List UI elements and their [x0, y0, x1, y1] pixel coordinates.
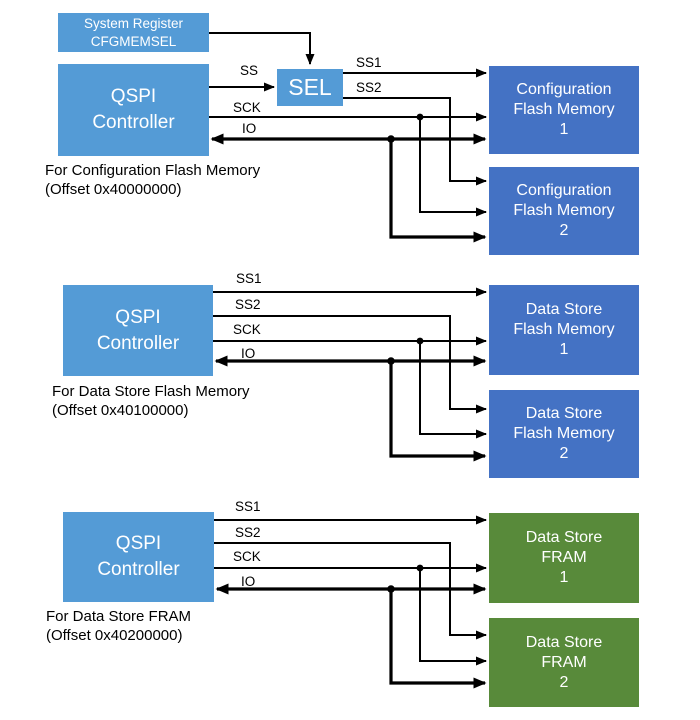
signal-label-g2-sck: SCK — [233, 322, 261, 337]
signal-label-g1-io: IO — [242, 121, 257, 136]
wire-g1-sck-branch — [419, 117, 487, 217]
signal-label-g1-ss2: SS2 — [356, 80, 382, 95]
memory-line1: Configuration — [516, 182, 612, 199]
memory-number: 2 — [559, 445, 569, 462]
signal-label-g2-ss2: SS2 — [235, 297, 261, 312]
memory-line2: Flash Memory — [513, 425, 615, 442]
wire-g2-sck-branch — [419, 341, 487, 439]
datastore-fram-2-box: Data Store FRAM 2 — [489, 618, 639, 707]
memory-number: 1 — [559, 569, 569, 586]
signal-label-g3-ss2: SS2 — [235, 525, 261, 540]
memory-line2: Flash Memory — [513, 101, 615, 118]
datastore-flash-memory-2-box: Data Store Flash Memory 2 — [489, 390, 639, 478]
memory-line1: Data Store — [525, 529, 603, 546]
wire-g3-io-branch — [389, 589, 487, 689]
signal-label-g3-ss1: SS1 — [235, 499, 261, 514]
wire-g1-io-branch — [389, 139, 487, 243]
qspi-label-line2: Controller — [97, 559, 180, 580]
junction-g3-io — [387, 585, 395, 593]
caption-datastore-fram: For Data Store FRAM (Offset 0x40200000) — [46, 607, 191, 645]
config-flash-memory-2-box: Configuration Flash Memory 2 — [489, 167, 639, 255]
caption-config-flash: For Configuration Flash Memory (Offset 0… — [45, 161, 260, 199]
sel-label: SEL — [288, 74, 332, 100]
signal-label-g2-ss1: SS1 — [236, 271, 262, 286]
qspi-controller-box-datastore-fram: QSPI Controller — [63, 512, 214, 602]
junction-g2-sck — [416, 337, 424, 345]
memory-line2: Flash Memory — [513, 321, 615, 338]
caption-line1: For Configuration Flash Memory — [45, 162, 261, 179]
memory-number: 1 — [559, 341, 569, 358]
memory-line2: FRAM — [541, 549, 587, 566]
system-register-line1: System Register — [83, 15, 184, 31]
signal-label-g1-ss1: SS1 — [356, 55, 382, 70]
caption-line2: (Offset 0x40100000) — [52, 402, 189, 419]
caption-line2: (Offset 0x40000000) — [45, 181, 182, 198]
memory-number: 2 — [559, 222, 569, 239]
caption-line2: (Offset 0x40200000) — [46, 627, 183, 644]
system-register-line2: CFGMEMSEL — [90, 33, 177, 49]
junction-g1-sck — [416, 113, 424, 121]
memory-line2: FRAM — [541, 653, 587, 671]
signal-label-g3-sck: SCK — [233, 549, 261, 564]
junction-g2-io — [387, 357, 395, 365]
memory-line1: Data Store — [525, 301, 603, 318]
memory-line1: Data Store — [525, 633, 603, 651]
caption-line1: For Data Store Flash Memory — [52, 383, 250, 400]
wire-g3-sck-branch — [419, 568, 487, 666]
memory-number: 2 — [559, 673, 569, 691]
wire-g2-io-branch — [389, 361, 487, 462]
config-flash-memory-1-box: Configuration Flash Memory 1 — [489, 66, 639, 154]
caption-datastore-flash: For Data Store Flash Memory (Offset 0x40… — [52, 382, 250, 420]
qspi-label-line1: QSPI — [115, 306, 161, 328]
qspi-label-line2: Controller — [92, 112, 175, 133]
qspi-controller-box-datastore-flash: QSPI Controller — [63, 285, 213, 376]
junction-g1-io — [387, 135, 395, 143]
memory-number: 1 — [559, 121, 569, 138]
signal-label-g2-io: IO — [241, 346, 256, 361]
junction-g3-sck — [416, 564, 424, 572]
signal-label-g1-sck: SCK — [233, 100, 261, 115]
datastore-fram-1-box: Data Store FRAM 1 — [489, 513, 639, 603]
signal-label-g1-ss: SS — [240, 63, 259, 78]
memory-line1: Data Store — [525, 405, 603, 422]
datastore-flash-memory-1-box: Data Store Flash Memory 1 — [489, 285, 639, 375]
caption-line1: For Data Store FRAM — [46, 608, 192, 625]
qspi-controller-box-config: QSPI Controller — [58, 64, 209, 156]
qspi-label-line1: QSPI — [115, 533, 162, 554]
wire-sysreg-to-sel — [209, 32, 315, 65]
sel-mux-box: SEL — [277, 69, 343, 106]
qspi-label-line2: Controller — [96, 332, 180, 354]
memory-line1: Configuration — [516, 81, 612, 98]
signal-label-g3-io: IO — [241, 574, 256, 589]
system-register-box: System Register CFGMEMSEL — [58, 13, 209, 52]
qspi-label-line1: QSPI — [110, 86, 157, 107]
memory-line2: Flash Memory — [513, 202, 615, 219]
